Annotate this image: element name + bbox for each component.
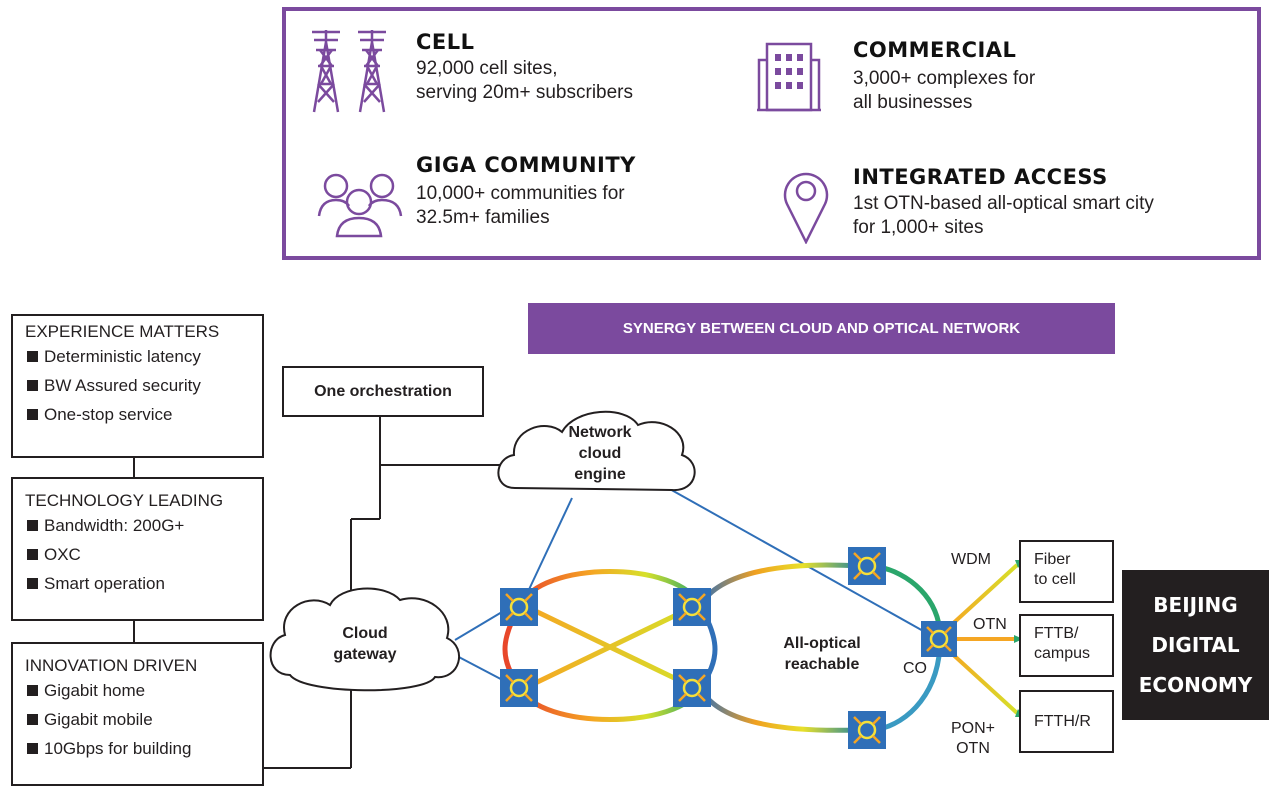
- stat-text: all businesses: [853, 92, 973, 113]
- pon-otn-label: PON+OTN: [950, 720, 995, 757]
- location-pin-icon: [783, 172, 829, 244]
- stat-text: 10,000+ communities for: [416, 183, 625, 204]
- list-item: OXC: [13, 540, 262, 569]
- stat-text: for 1,000+ sites: [853, 217, 984, 238]
- list-item: One-stop service: [13, 400, 262, 429]
- co-label: CO: [903, 660, 927, 677]
- access-box-fttb: FTTB/campus: [1019, 614, 1114, 677]
- people-icon: [317, 173, 403, 238]
- tower-icon: [312, 30, 386, 113]
- list-item: Gigabit mobile: [13, 705, 262, 734]
- stat-title: INTEGRATED ACCESS: [853, 165, 1108, 189]
- list-item: 10Gbps for building: [13, 734, 262, 763]
- box-heading: INNOVATION DRIVEN: [25, 656, 198, 675]
- technology-box: TECHNOLOGY LEADING Bandwidth: 200G+ OXC …: [11, 477, 264, 621]
- box-heading: TECHNOLOGY LEADING: [25, 491, 224, 510]
- stat-title: CELL: [416, 30, 475, 54]
- stat-text: 1st OTN-based all-optical smart city: [853, 193, 1154, 214]
- stat-text: 32.5m+ families: [416, 207, 550, 228]
- stat-text: 3,000+ complexes for: [853, 68, 1036, 89]
- list-item: Deterministic latency: [13, 342, 262, 371]
- synergy-banner: SYNERGY BETWEEN CLOUD AND OPTICAL NETWOR…: [528, 303, 1115, 354]
- innovation-box: INNOVATION DRIVEN Gigabit home Gigabit m…: [11, 642, 264, 786]
- stat-title: COMMERCIAL: [853, 38, 1017, 62]
- otn-label: OTN: [973, 616, 1007, 633]
- box-heading: EXPERIENCE MATTERS: [25, 322, 220, 341]
- list-item: Gigabit home: [13, 676, 262, 705]
- oxc-nodes: [500, 547, 957, 749]
- building-icon: [757, 42, 821, 112]
- stat-text: serving 20m+ subscribers: [416, 82, 634, 103]
- list-item: BW Assured security: [13, 371, 262, 400]
- access-box-ftth: FTTH/R: [1019, 690, 1114, 753]
- list-item: Smart operation: [13, 569, 262, 598]
- cloud-gateway-shape: [269, 587, 461, 692]
- network-cloud-shape: [497, 410, 696, 492]
- stat-text: 92,000 cell sites,: [416, 58, 558, 79]
- list-item: Bandwidth: 200G+: [13, 511, 262, 540]
- stat-title: GIGA COMMUNITY: [416, 153, 636, 177]
- wdm-label: WDM: [951, 551, 991, 568]
- orchestration-box: One orchestration: [282, 366, 484, 417]
- experience-box: EXPERIENCE MATTERS Deterministic latency…: [11, 314, 264, 458]
- stats-panel: [282, 7, 1261, 260]
